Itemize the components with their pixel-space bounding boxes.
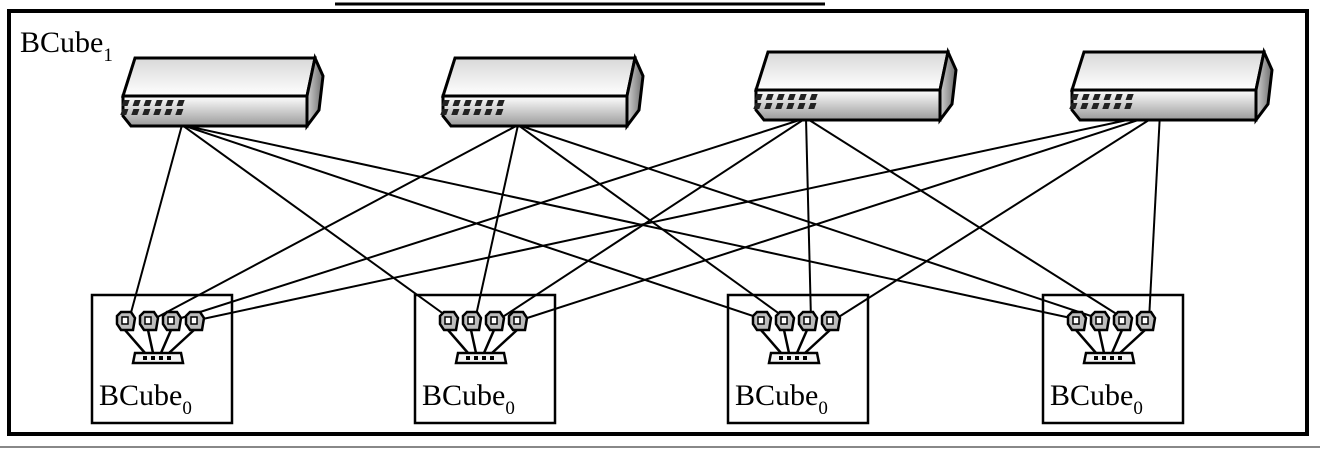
link-sw1-3-cell-1 — [520, 112, 1161, 321]
bcube0-cell-0: BCube0 — [90, 293, 234, 425]
link-sw1-2-cell-1 — [497, 117, 807, 321]
bcube1-label-sub: 1 — [103, 45, 113, 66]
bcube0-label-base: BCube — [735, 379, 818, 412]
bcube0-box — [1041, 293, 1185, 425]
link-sw1-1-cell-1 — [474, 124, 519, 321]
bcube0-label-base: BCube — [1050, 379, 1133, 412]
link-sw1-2-cell-3 — [805, 117, 1127, 321]
link-sw1-1-cell-3 — [517, 124, 1104, 321]
bcube0-box — [413, 293, 557, 425]
level0-switch — [454, 351, 508, 365]
link-sw1-3-cell-2 — [833, 112, 1161, 321]
bcube1-label: BCube1 — [20, 26, 113, 66]
link-sw1-0-cell-3 — [181, 124, 1081, 321]
link-layer — [128, 112, 1161, 321]
level0-switch — [1082, 351, 1136, 365]
link-sw1-3-cell-3 — [1148, 112, 1161, 321]
bcube0-label-base: BCube — [422, 379, 505, 412]
bcube0-box — [90, 293, 234, 425]
link-sw1-1-cell-0 — [151, 124, 519, 321]
bcube0-label-sub: 0 — [182, 398, 192, 419]
bcube0-cell-1: BCube0 — [413, 293, 557, 425]
link-sw1-3-cell-0 — [197, 112, 1161, 321]
link-sw1-2-cell-0 — [174, 117, 807, 321]
bcube0-label: BCube0 — [99, 379, 192, 419]
bcube0-box — [726, 293, 870, 425]
level0-switch — [767, 351, 821, 365]
bcube0-label-sub: 0 — [505, 398, 515, 419]
bcube0-label: BCube0 — [1050, 379, 1143, 419]
bcube0-label-sub: 0 — [1133, 398, 1143, 419]
bcube1-frame — [7, 9, 1309, 436]
link-sw1-0-cell-2 — [181, 124, 766, 321]
link-sw1-2-cell-2 — [805, 117, 812, 321]
level1-switch-2 — [753, 47, 958, 125]
bcube0-label-sub: 0 — [818, 398, 828, 419]
bcube0-cell-2: BCube0 — [726, 293, 870, 425]
level1-switch-0 — [120, 53, 325, 131]
bcube0-cell-3: BCube0 — [1041, 293, 1185, 425]
level1-switch-3 — [1069, 47, 1274, 125]
bcube1-label-base: BCube — [20, 26, 103, 59]
level0-switch — [131, 351, 185, 365]
link-sw1-0-cell-0 — [128, 124, 183, 321]
bcube0-label-base: BCube — [99, 379, 182, 412]
link-sw1-0-cell-1 — [181, 124, 453, 321]
level1-switch-layer — [120, 47, 1274, 131]
level1-switch-1 — [440, 53, 645, 131]
bcube0-label: BCube0 — [735, 379, 828, 419]
bcube0-label: BCube0 — [422, 379, 515, 419]
